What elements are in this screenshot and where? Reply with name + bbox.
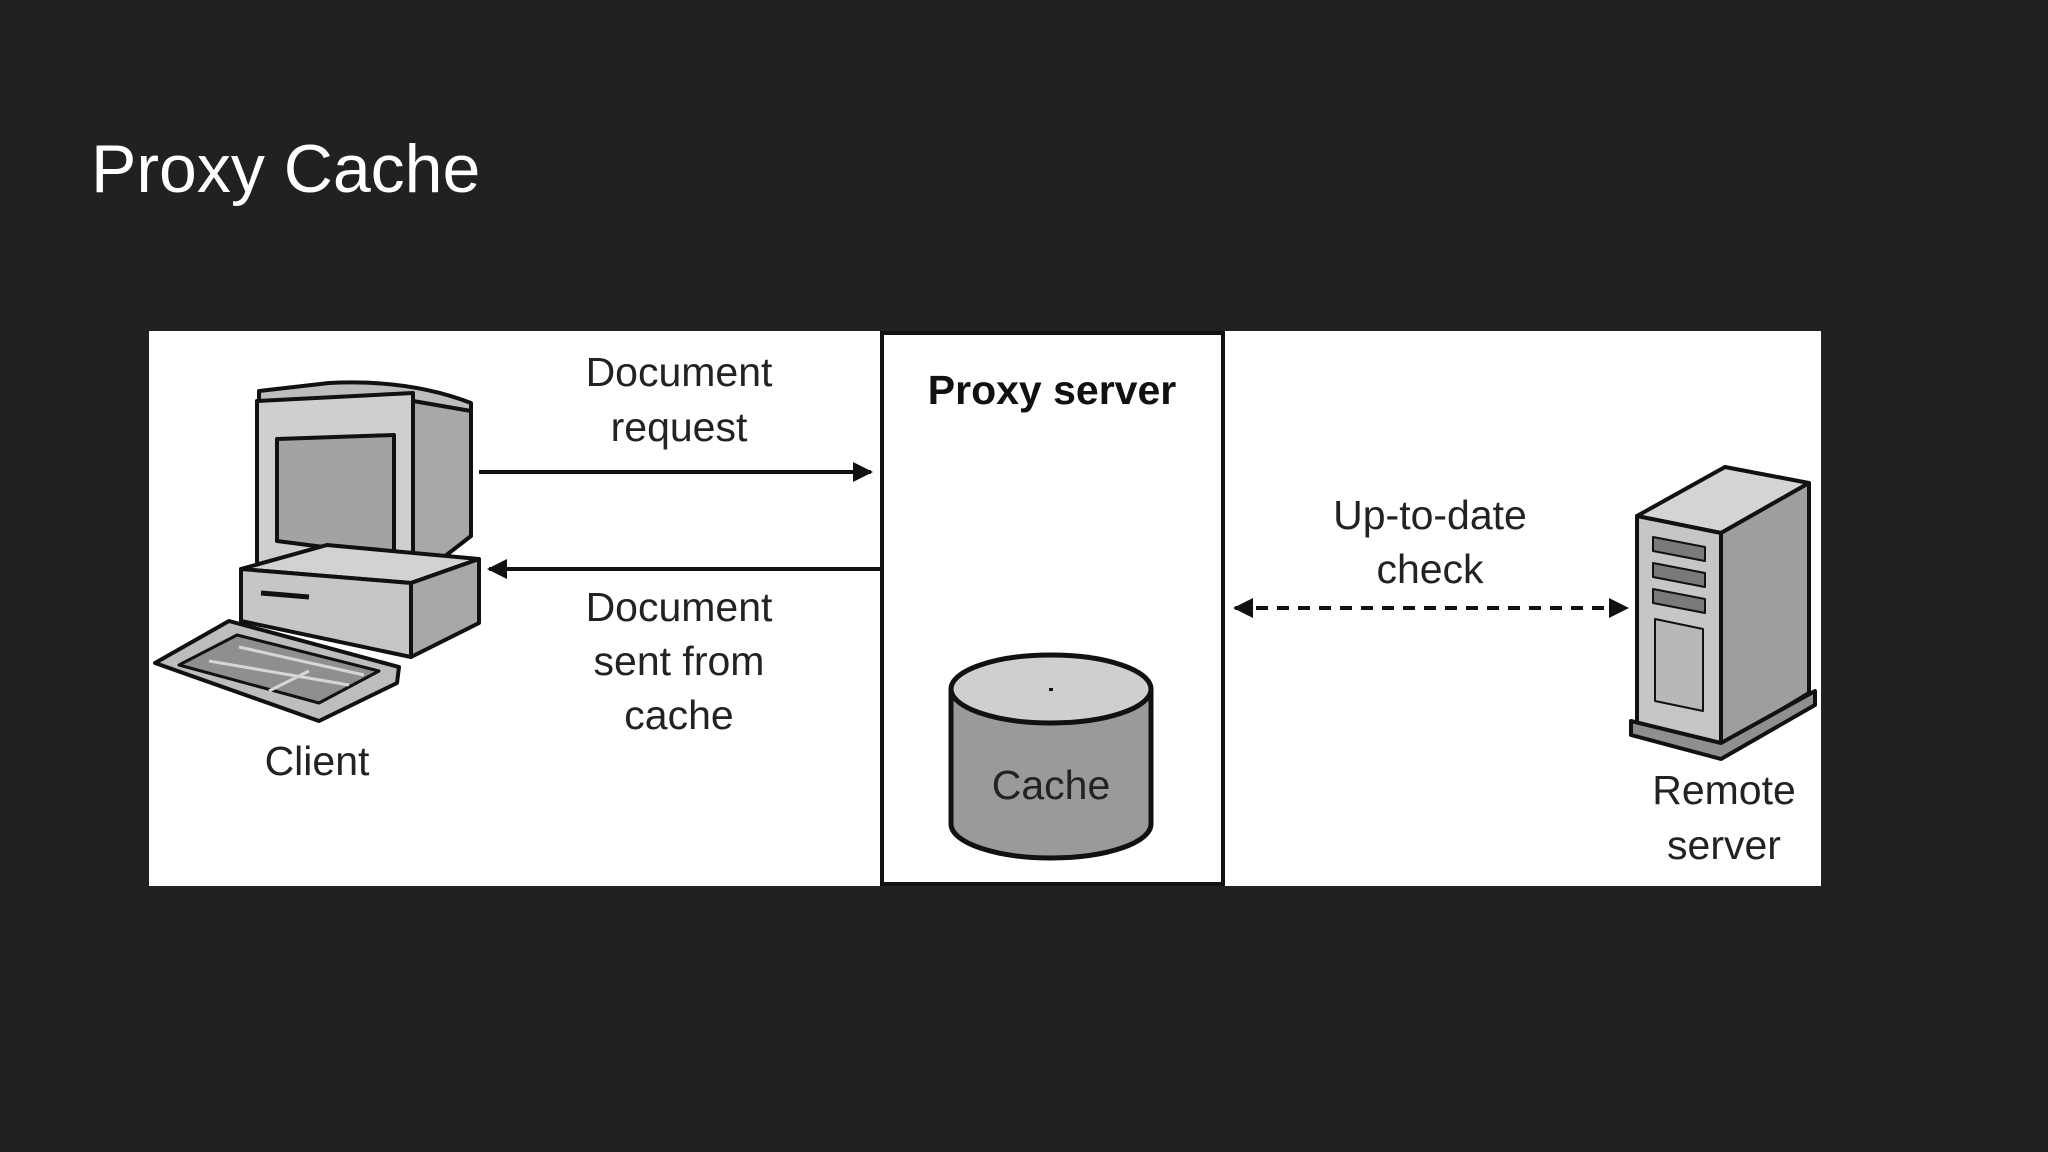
remote-server-icon	[1629, 465, 1817, 761]
cache-label: Cache	[992, 762, 1111, 808]
proxy-server-label: Proxy server	[928, 367, 1177, 413]
slide-title: Proxy Cache	[91, 131, 481, 207]
check-label-line-2: check	[1376, 546, 1484, 592]
client-computer-icon	[153, 380, 481, 723]
cache-database-icon	[948, 652, 1154, 861]
sent-from-cache-line-1: Document	[586, 584, 773, 630]
sent-from-cache-line-2: sent from	[594, 638, 765, 684]
check-label-line-1: Up-to-date	[1333, 492, 1527, 538]
proxy-cache-diagram: Client Document request Document sent fr…	[149, 331, 1821, 886]
remote-label-line-1: Remote	[1652, 767, 1796, 813]
request-label-line-1: Document	[586, 349, 773, 395]
client-label: Client	[265, 738, 370, 784]
request-label-line-2: request	[611, 404, 748, 450]
remote-label-line-2: server	[1667, 822, 1781, 868]
sent-from-cache-line-3: cache	[624, 692, 733, 738]
